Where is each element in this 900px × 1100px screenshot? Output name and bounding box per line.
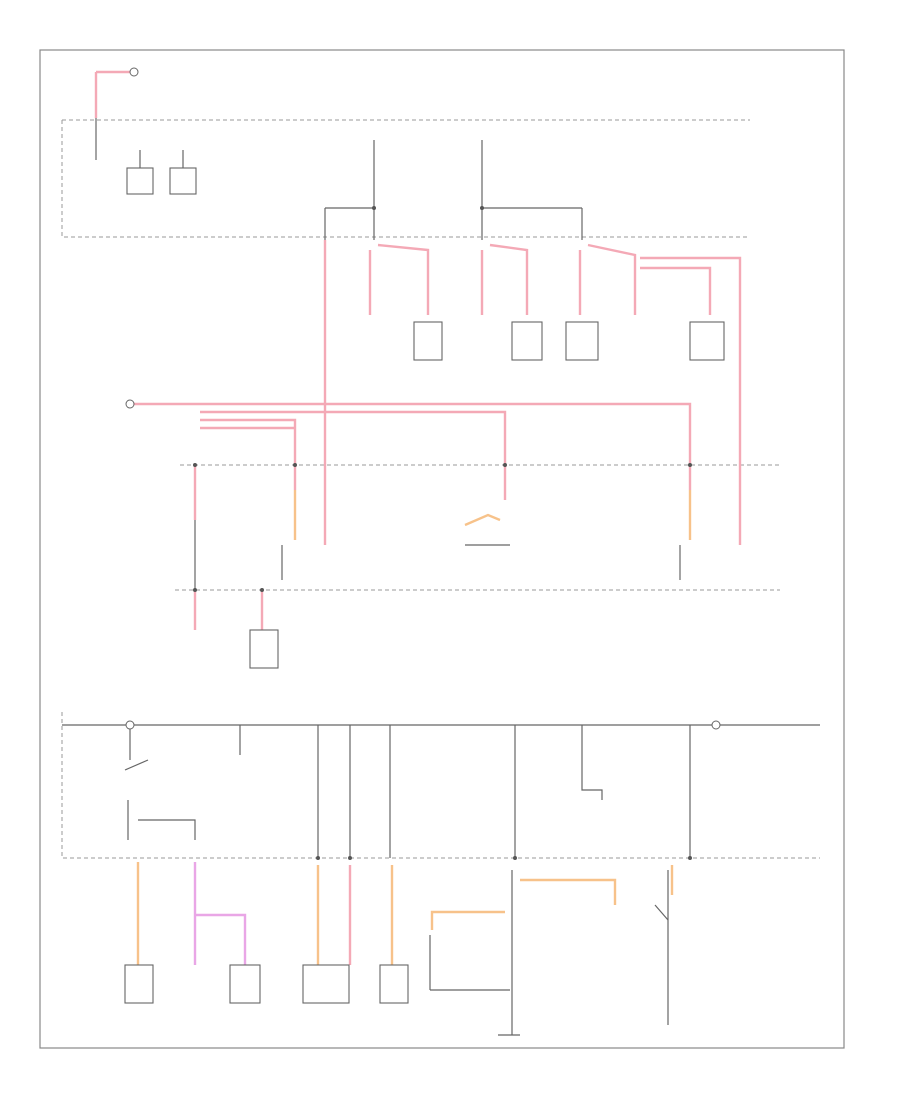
component-box: [302, 964, 350, 1004]
pink-wires: [94, 70, 742, 965]
component-box: [249, 629, 279, 669]
connector-symbols: [125, 67, 721, 730]
black-wires: [62, 118, 820, 1036]
component-box: [413, 321, 443, 361]
component-box: [379, 964, 409, 1004]
component-box: [126, 167, 154, 195]
component-box: [689, 321, 725, 361]
component-boxes: [124, 167, 725, 1004]
component-box: [511, 321, 543, 361]
zone-boundaries: [61, 119, 820, 859]
component-box: [124, 964, 154, 1004]
splice-nodes: [193, 206, 692, 860]
orange-wires: [136, 490, 692, 965]
violet-wires: [193, 862, 247, 965]
component-box: [565, 321, 599, 361]
component-box: [229, 964, 261, 1004]
diagram-frame: [39, 49, 845, 1049]
component-box: [169, 167, 197, 195]
